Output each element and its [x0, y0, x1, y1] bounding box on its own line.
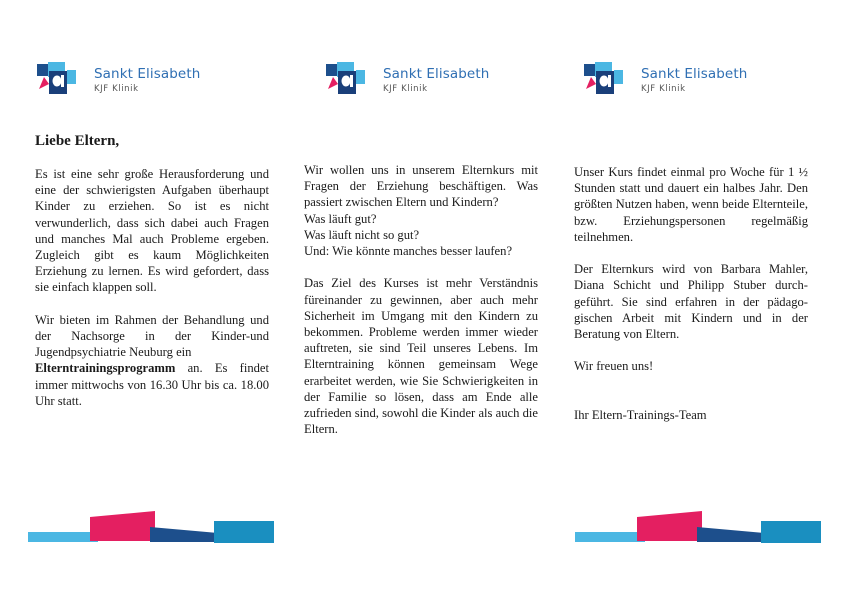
course-paragraph: Wir wollen uns in unserem Elternkurs mit… — [304, 163, 538, 210]
logo-sub: KJF Klinik — [94, 84, 139, 94]
schedule-paragraph: Unser Kurs findet einmal pro Woche für 1… — [574, 165, 808, 244]
greeting-heading: Liebe Eltern, — [35, 133, 120, 149]
logo-brand: Sankt Elisabeth — [383, 66, 490, 82]
team-paragraph: Der Elternkurs wird von Barbara Mahler, … — [574, 262, 808, 342]
logo-mark-icon — [584, 62, 623, 94]
footer-decoration-3 — [575, 511, 821, 543]
question-1: Was läuft gut? — [304, 211, 377, 226]
logo-brand: Sankt Elisabeth — [641, 66, 748, 82]
question-3: Und: Wie könnte manches besser laufen? — [304, 244, 513, 259]
offer-paragraph: Wir bieten im Rahmen der Behandlung und … — [35, 312, 269, 409]
column-1: Liebe Eltern, Es ist eine sehr große Her… — [35, 132, 269, 425]
logo-brand: Sankt Elisabeth — [94, 66, 201, 82]
column-3: Unser Kurs findet einmal pro Woche für 1… — [574, 164, 808, 439]
logo-mark-icon — [326, 62, 365, 94]
intro-paragraph: Es ist eine sehr große Herausforderung u… — [35, 167, 269, 295]
logo-mark-icon — [37, 62, 76, 94]
logo-sub: KJF Klinik — [641, 84, 686, 94]
logo-sub: KJF Klinik — [383, 84, 428, 94]
footer-decoration-1 — [28, 511, 274, 543]
offer-text-start: Wir bieten im Rahmen der Behandlung und … — [35, 312, 269, 360]
question-2: Was läuft nicht so gut? — [304, 227, 420, 242]
closing-line: Wir freuen uns! — [574, 359, 654, 374]
column-2: Wir wollen uns in unserem Elternkurs mit… — [304, 162, 538, 454]
goal-paragraph: Das Ziel des Kurses ist mehr Verständnis… — [304, 276, 538, 437]
program-name: Elterntrainingsprogramm — [35, 361, 176, 376]
offer-text-end: an. Es findet immer mittwochs von 16.30 … — [35, 361, 269, 408]
signature-line: Ihr Eltern-Trainings-Team — [574, 407, 707, 422]
